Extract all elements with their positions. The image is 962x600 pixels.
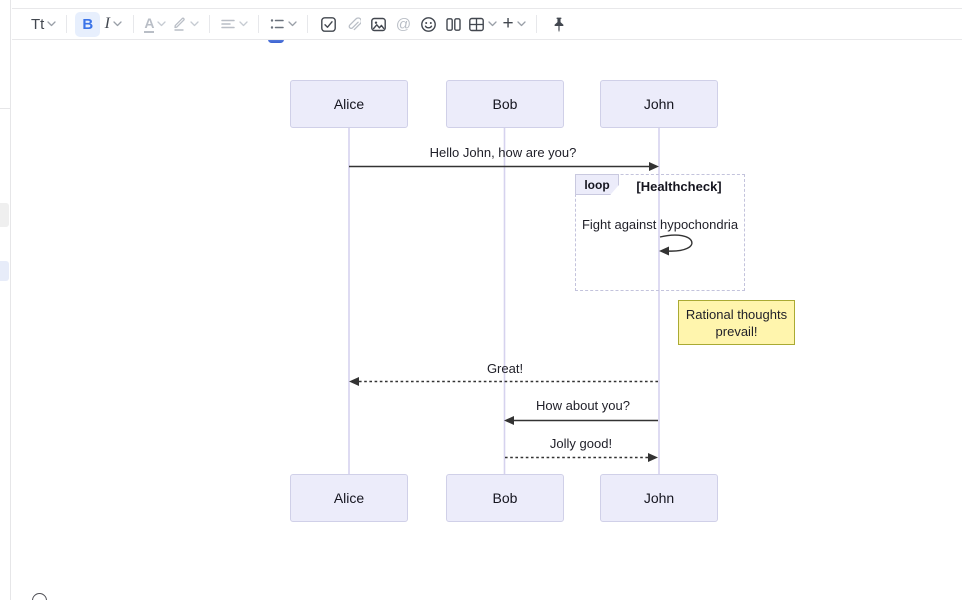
bold-label: B: [82, 15, 94, 33]
actor-box-alice-top[interactable]: Alice: [290, 80, 408, 128]
note-box: Rational thoughts prevail!: [678, 300, 795, 345]
actor-box-bob-top[interactable]: Bob: [446, 80, 564, 128]
text-color-button[interactable]: A: [142, 11, 168, 37]
highlight-button[interactable]: [169, 11, 201, 37]
emoji-button[interactable]: [416, 11, 440, 37]
pin-toolbar-button[interactable]: [547, 11, 571, 37]
table-button[interactable]: [466, 11, 499, 37]
actor-label: Bob: [492, 96, 518, 112]
text-style-label: Tt: [31, 15, 45, 33]
message-label: Jolly good!: [549, 436, 613, 451]
loop-fragment-tab: loop: [575, 174, 619, 195]
actor-box-bob-bottom[interactable]: Bob: [446, 474, 564, 522]
actor-box-john-top[interactable]: John: [600, 80, 718, 128]
italic-label: I: [104, 15, 110, 32]
arrow-jolly-good: [505, 453, 658, 462]
actor-label: Alice: [333, 490, 365, 506]
chevron-down-icon: [488, 21, 498, 27]
smiley-icon: [421, 16, 436, 32]
toolbar-divider: [133, 15, 135, 33]
note-text: Rational thoughts prevail!: [685, 307, 788, 339]
toolbar-divider: [535, 15, 537, 33]
chevron-down-icon: [113, 21, 122, 27]
chevron-down-icon: [190, 21, 200, 27]
rail-item-selected[interactable]: [0, 261, 9, 281]
table-icon: [469, 17, 485, 31]
loop-fragment-box: [575, 174, 745, 291]
rail-divider: [0, 108, 11, 109]
columns-button[interactable]: [441, 11, 465, 37]
arrow-how-about-you: [504, 416, 658, 425]
actor-box-alice-bottom[interactable]: Alice: [290, 474, 408, 522]
sequence-diagram-block[interactable]: Alice Bob John Hello John, how are you? …: [12, 41, 962, 600]
align-button[interactable]: [218, 11, 250, 37]
bold-button[interactable]: B: [75, 11, 101, 37]
loop-label: loop: [584, 177, 610, 192]
pushpin-icon: [554, 17, 564, 32]
plus-icon: +: [502, 13, 514, 34]
checkbox-icon: [321, 16, 336, 32]
actor-label: John: [643, 96, 675, 112]
columns-icon: [446, 17, 461, 31]
formatting-toolbar: Tt B I A: [12, 8, 962, 40]
chevron-down-icon: [157, 21, 167, 27]
chevron-down-icon: [239, 21, 249, 27]
chevron-down-icon: [516, 21, 526, 27]
image-button[interactable]: [366, 11, 390, 37]
mention-label: @: [395, 15, 412, 33]
paperclip-icon: [349, 17, 362, 31]
toolbar-divider: [66, 15, 68, 33]
toolbar-divider: [209, 15, 211, 33]
chevron-down-icon: [47, 21, 56, 27]
rail-item[interactable]: [0, 203, 9, 227]
text-style-button[interactable]: Tt: [29, 11, 58, 37]
checkbox-button[interactable]: [316, 11, 340, 37]
link-button[interactable]: [341, 11, 365, 37]
toolbar-divider: [258, 15, 260, 33]
arrow-great: [349, 377, 658, 386]
self-message-label: Fight against hypochondria: [581, 217, 739, 232]
insert-button[interactable]: +: [500, 11, 527, 37]
text-color-label: A: [144, 14, 155, 33]
image-icon: [371, 17, 386, 31]
bullet-list-icon: [271, 19, 285, 29]
actor-box-john-bottom[interactable]: John: [600, 474, 718, 522]
toolbar-divider: [307, 15, 309, 33]
mention-button[interactable]: @: [391, 11, 415, 37]
actor-label: John: [643, 490, 675, 506]
align-icon: [221, 19, 236, 29]
loop-condition: [Healthcheck]: [636, 179, 722, 194]
left-sidebar-rail[interactable]: [0, 0, 11, 600]
chevron-down-icon: [288, 21, 298, 27]
italic-button[interactable]: I: [101, 11, 125, 37]
arrow-hello-john: [349, 162, 659, 171]
highlighter-icon: [174, 17, 186, 31]
actor-label: Alice: [333, 96, 365, 112]
message-label: How about you?: [536, 398, 630, 413]
message-label: Hello John, how are you?: [429, 145, 577, 160]
message-label: Great!: [486, 361, 524, 376]
list-button[interactable]: [267, 11, 299, 37]
document-canvas[interactable]: Alice Bob John Hello John, how are you? …: [12, 41, 962, 600]
actor-label: Bob: [492, 490, 518, 506]
